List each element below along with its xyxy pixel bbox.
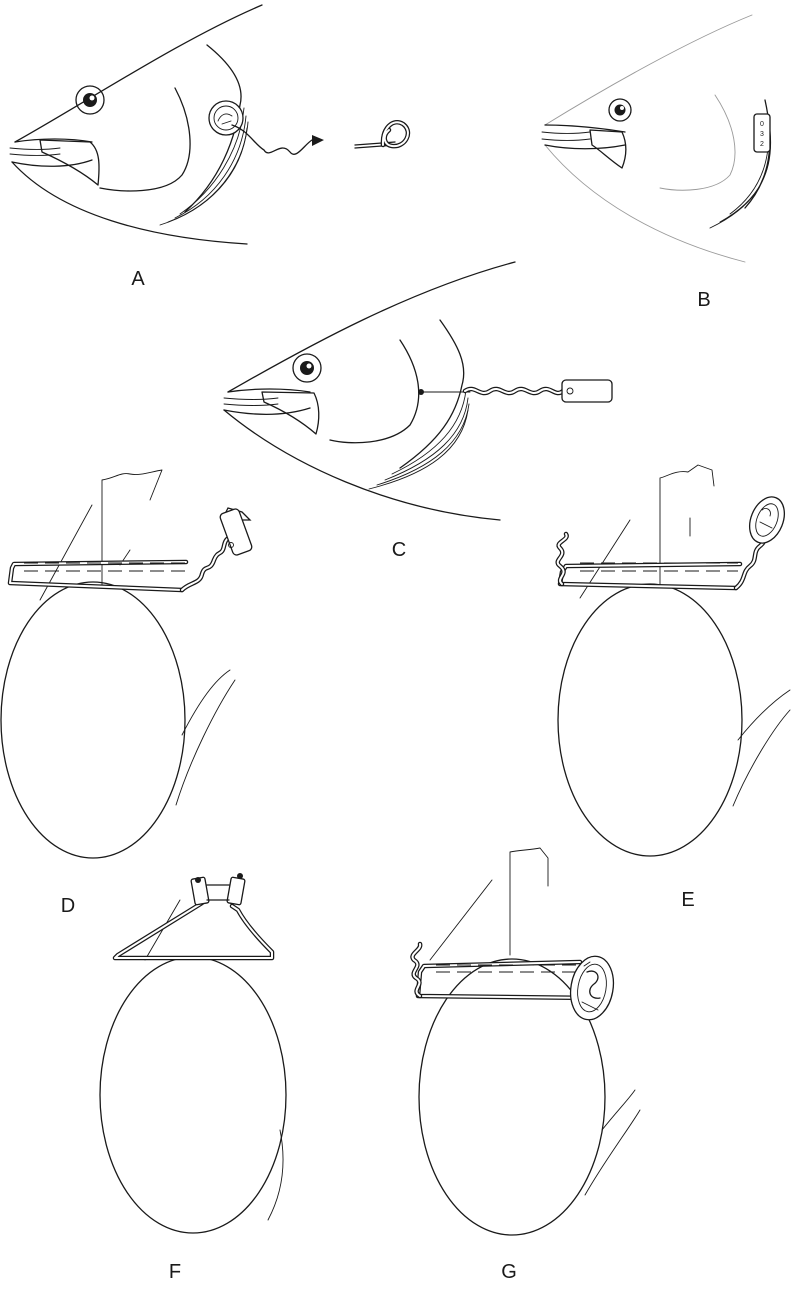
fish-c-opercle: [400, 320, 464, 468]
body-e-cross-section: [558, 584, 742, 856]
body-g-dorsal-fin: [510, 848, 548, 955]
fish-b-preopercle: [660, 95, 735, 190]
fish-a-wire-arrow: [312, 135, 324, 146]
panel-d-cross-section-wire-tag: D: [1, 470, 253, 917]
panel-f-cross-section-clip-tag: F: [100, 873, 286, 1283]
fish-c-preopercle: [330, 340, 419, 443]
svg-text:3: 3: [760, 131, 764, 138]
panel-c-fish-head-wire-tag: C: [224, 262, 612, 561]
detached-pin-fastener: [355, 122, 408, 148]
body-d-dorsal-fin: [102, 470, 162, 588]
body-e-wire-loop: [560, 564, 740, 588]
svg-text:2: 2: [760, 141, 764, 148]
fish-b-lips: [545, 125, 625, 149]
svg-text:0: 0: [760, 121, 764, 128]
panel-g-cross-section-disc-tag: G: [412, 848, 640, 1283]
fish-c-dorsal-outline: [228, 262, 515, 392]
panel-label-d: D: [61, 895, 75, 917]
body-d-twisted-wire: [182, 532, 232, 590]
panel-label-f: F: [169, 1261, 181, 1283]
fish-a-belly-outline: [12, 162, 247, 244]
body-d-wire-loop: [10, 562, 186, 590]
fish-a-maxilla: [40, 140, 99, 185]
body-f-wire-loop: [115, 903, 272, 958]
panel-label-b: B: [697, 289, 710, 311]
body-f-cross-section: [100, 957, 286, 1233]
panel-label-e: E: [681, 889, 694, 911]
panel-b-fish-head-strap-tag: 0 3 2 B: [542, 15, 771, 311]
body-e-disc-tag: [743, 492, 791, 548]
body-g-wire-loop: [418, 962, 596, 998]
panel-label-g: G: [501, 1261, 517, 1283]
fish-c-twisted-wire: [465, 389, 563, 393]
fish-b-belly-outline: [545, 145, 745, 262]
body-f-right-clip: [227, 877, 245, 905]
fish-c-rectangular-tag: [562, 380, 612, 402]
fish-a-preopercle: [100, 88, 190, 191]
panel-e-cross-section-disc-tag: E: [558, 465, 791, 911]
panel-label-a: A: [131, 268, 145, 290]
fish-a-lower-lip: [12, 160, 92, 166]
fish-b-dorsal-outline: [545, 15, 752, 125]
panel-a-fish-head-disc-tag: A: [10, 5, 408, 290]
body-d-cross-section: [1, 582, 185, 858]
panel-label-c: C: [392, 539, 406, 561]
